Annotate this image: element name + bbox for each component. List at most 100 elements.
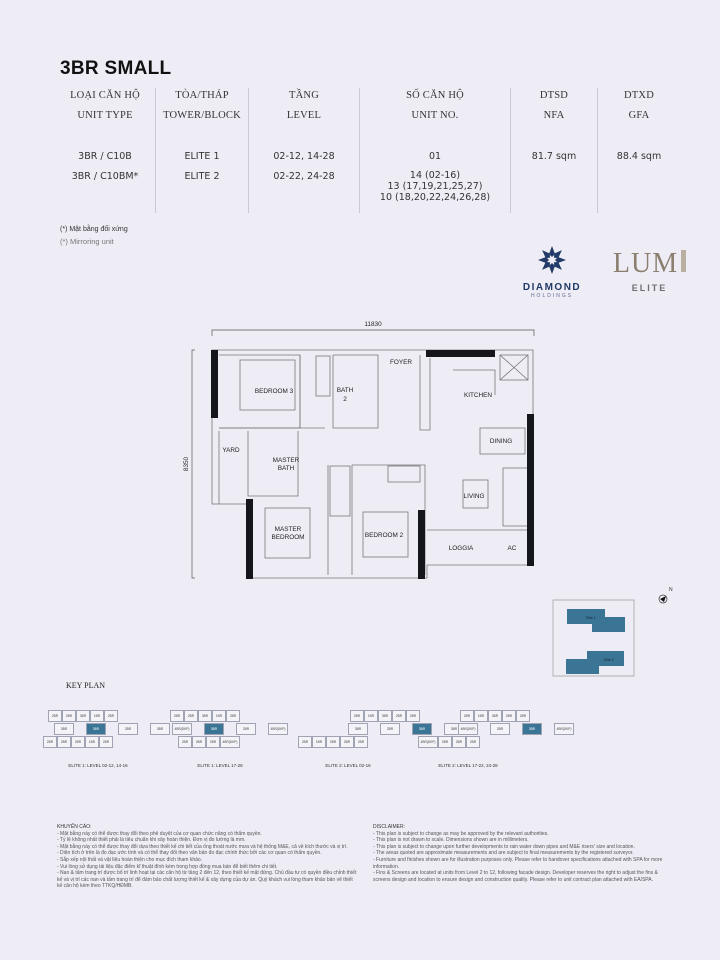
key-plan-unit: 2BR — [350, 710, 364, 722]
key-plan-unit: 4BR(DKP) — [418, 736, 438, 748]
key-plan-unit: 2BR — [340, 736, 354, 748]
disclaimer-item: - This plan is subject to change as may … — [373, 830, 549, 837]
divider — [359, 88, 360, 213]
cell: ELITE 2 — [184, 171, 220, 182]
disclaimer-item: - Vui lòng sử dụng tài liệu đặc điểm kĩ … — [57, 863, 278, 870]
cell: 02-22, 24-28 — [273, 171, 335, 182]
key-plan-unit: 2BR — [380, 723, 400, 735]
divider — [510, 88, 511, 213]
disclaimer-item: - Sắp xếp nội thất và vật liệu hoàn thiệ… — [57, 856, 203, 863]
divider — [597, 88, 598, 213]
key-plan-unit: 2BR — [392, 710, 406, 722]
room-living: LIVING — [464, 493, 485, 500]
key-plan-unit: 3BR — [412, 723, 432, 735]
page-title: 3BR SMALL — [60, 58, 172, 79]
key-plan-unit: 3BR — [54, 723, 74, 735]
key-plan-unit: 2BR — [326, 736, 340, 748]
key-plan-unit: 3BR — [488, 710, 502, 722]
key-plan-unit: 2BR — [490, 723, 510, 735]
cell: 14 (02-16) 13 (17,19,21,25,27) 10 (18,20… — [379, 170, 491, 203]
key-plan-unit: 3BR — [150, 723, 170, 735]
logo-sub: ELITE — [631, 283, 668, 293]
room-bath-2-num: 2 — [343, 396, 347, 403]
room-bedroom-2: BEDROOM 2 — [365, 532, 404, 539]
diamond-holdings-logo: DIAMOND HOLDINGS — [512, 245, 592, 299]
key-plan-unit: 3BR — [378, 710, 392, 722]
logo-sub: HOLDINGS — [530, 293, 574, 299]
col-level: TẦNG LEVEL 02-12, 14-28 02-22, 24-28 — [249, 86, 359, 216]
cell: 02-12, 14-28 — [273, 151, 335, 162]
disclaimer-item: - Furniture and finishes shown are for i… — [373, 856, 663, 870]
room-foyer: FOYER — [390, 359, 412, 366]
room-master-bath-2: BATH — [278, 465, 295, 472]
room-kitchen: KITCHEN — [464, 392, 492, 399]
room-bath-2: BATH — [337, 387, 354, 394]
key-plan-unit: 4BR(DKP) — [458, 723, 478, 735]
header-en: UNIT NO. — [411, 110, 459, 121]
cell: 88.4 sqm — [616, 151, 662, 162]
logo-name: DIAMOND — [522, 282, 582, 293]
key-plan-unit: 2BR — [192, 736, 206, 748]
key-plan-unit: 1BR — [212, 710, 226, 722]
disclaimer-item: - Diện tích ở trên là đo đạc ước tính và… — [57, 850, 322, 857]
tower-icon — [681, 250, 687, 272]
key-plan-unit: 1BR — [90, 710, 104, 722]
key-plan-label: ELITE 1: LEVEL 17-28 — [197, 763, 243, 768]
room-master-bath: MASTER — [273, 457, 300, 464]
disclaimer-en: DISCLAIMER: - This plan is subject to ch… — [373, 824, 673, 883]
logo-text: LUM — [612, 248, 679, 279]
room-dining: DINING — [490, 438, 512, 445]
room-master-bedroom: MASTER — [275, 526, 302, 533]
north-arrow-icon: N — [658, 587, 673, 604]
key-plan-unit: 4BR(DKP) — [220, 736, 240, 748]
disclaimer-item: - Tỷ lệ không nhất thiết phải là tiêu ch… — [57, 837, 246, 844]
header-en: UNIT TYPE — [77, 110, 133, 121]
key-plan-unit: 2BR — [104, 710, 118, 722]
header-vi: TÒA/THÁP — [175, 90, 229, 101]
header-en: GFA — [628, 110, 650, 121]
header-en: TOWER/BLOCK — [163, 110, 241, 121]
structural-columns — [211, 350, 534, 579]
key-plan-unit: 4BR(DKP) — [172, 723, 192, 735]
divider — [248, 88, 249, 213]
key-plan-label: ELITE 2: LEVEL 02-16 — [325, 763, 371, 768]
key-plan-unit: 3BR — [86, 723, 106, 735]
key-plan-unit: 2BR — [502, 710, 516, 722]
key-plan-unit: 2BR — [452, 736, 466, 748]
key-plan-unit: 1BR — [312, 736, 326, 748]
key-plan-unit: 2BR — [354, 736, 368, 748]
key-plan-unit: 1BR — [474, 710, 488, 722]
header-vi: DTXD — [624, 90, 654, 101]
cell: 81.7 sqm — [531, 151, 577, 162]
cell: 3BR / C10B — [78, 151, 132, 162]
key-plan-unit: 3BR — [522, 723, 542, 735]
key-plan-title: KEY PLAN — [66, 681, 106, 690]
key-plan-unit: 3BR — [204, 723, 224, 735]
divider — [155, 88, 156, 213]
logo-name: LUM — [612, 248, 687, 280]
height-dimension: 8350 — [183, 456, 190, 471]
cell: 01 — [428, 151, 442, 162]
key-plan-unit: 2BR — [71, 736, 85, 748]
header-vi: LOẠI CĂN HỘ — [70, 90, 140, 101]
disclaimer-vi: KHUYẾN CÁO: - Mặt bằng này có thể được t… — [57, 824, 357, 890]
header-vi: DTSD — [539, 90, 569, 101]
disclaimer-vi-title: KHUYẾN CÁO: — [57, 824, 92, 830]
key-plan-unit: 2BR — [516, 710, 530, 722]
room-yard: YARD — [222, 447, 240, 454]
width-dimension: 11830 — [364, 321, 382, 328]
diamond-snowflake-icon — [538, 246, 566, 274]
disclaimer-en-title: DISCLAIMER: — [373, 824, 405, 830]
room-master-bedroom-2: BEDROOM — [271, 534, 304, 541]
key-plan-unit: 2BR — [57, 736, 71, 748]
key-plan-unit: 3BR — [198, 710, 212, 722]
key-plan-unit: 2BR — [406, 710, 420, 722]
